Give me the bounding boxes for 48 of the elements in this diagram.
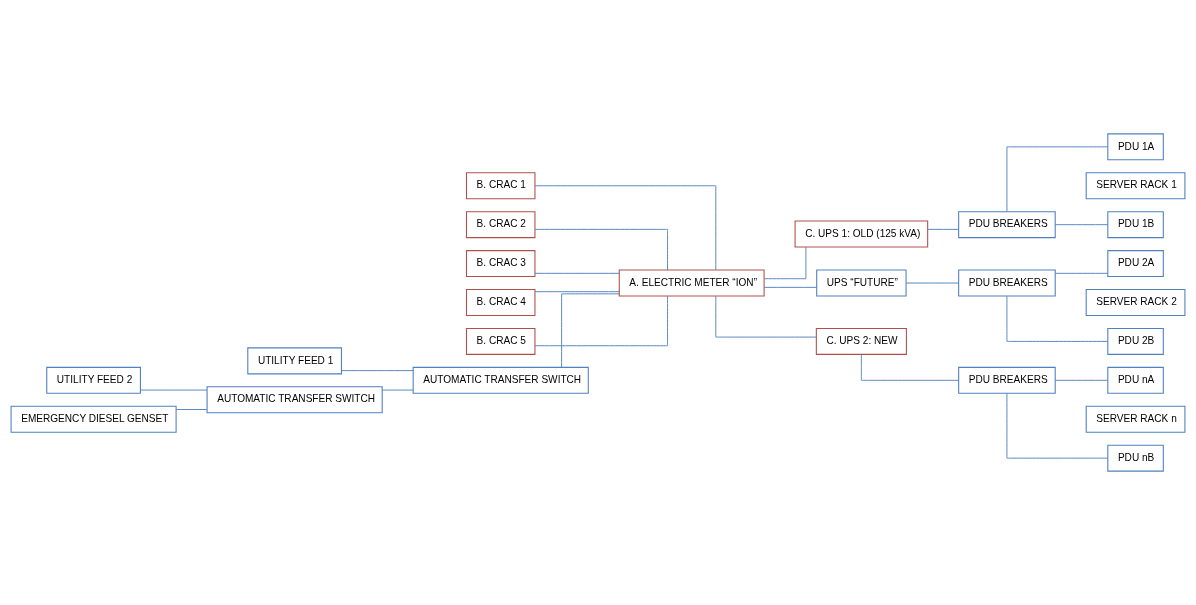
node-box: B. CRAC 5 bbox=[465, 327, 536, 355]
node-box: PDU 2B bbox=[1107, 327, 1164, 355]
node-box: PDU nA bbox=[1107, 366, 1164, 394]
node-box: PDU 2A bbox=[1107, 250, 1164, 278]
node-box: UTILITY FEED 2 bbox=[46, 366, 141, 394]
node-box: A. ELECTRIC METER “ION” bbox=[618, 269, 765, 297]
connector bbox=[1006, 295, 1109, 342]
node-box: B. CRAC 2 bbox=[465, 211, 536, 239]
connector bbox=[140, 389, 208, 391]
connector bbox=[860, 354, 959, 381]
node-box: PDU 1B bbox=[1107, 211, 1164, 239]
node-box: PDU 1A bbox=[1107, 133, 1164, 161]
node-box: C. UPS 1: OLD (125 kVA) bbox=[794, 220, 929, 248]
connector bbox=[381, 389, 414, 391]
connector bbox=[1006, 393, 1109, 459]
connector bbox=[175, 409, 208, 410]
connector bbox=[715, 295, 817, 338]
connector bbox=[561, 293, 620, 368]
node-box: B. CRAC 1 bbox=[465, 172, 536, 200]
connector bbox=[1054, 224, 1109, 226]
node-box: EMERGENCY DIESEL GENSET bbox=[10, 405, 177, 433]
connector bbox=[1054, 379, 1109, 381]
node-box: B. CRAC 3 bbox=[465, 250, 536, 278]
connector bbox=[534, 228, 668, 271]
connector bbox=[534, 295, 668, 347]
node-box: AUTOMATIC TRANSFER SWITCH bbox=[206, 386, 383, 414]
node-box: PDU nB bbox=[1107, 444, 1164, 472]
node-box: PDU BREAKERS bbox=[958, 366, 1056, 394]
node-box: AUTOMATIC TRANSFER SWITCH bbox=[412, 366, 589, 394]
connector bbox=[1054, 272, 1109, 274]
node-box: C. UPS 2: NEW bbox=[815, 327, 907, 355]
node-box: SERVER RACK 1 bbox=[1085, 172, 1186, 200]
connector bbox=[927, 228, 959, 230]
connector bbox=[341, 370, 414, 372]
node-box: SERVER RACK n bbox=[1085, 405, 1186, 433]
connector bbox=[905, 282, 959, 284]
node-box: UTILITY FEED 1 bbox=[247, 347, 342, 375]
connector bbox=[534, 291, 620, 293]
connector bbox=[534, 272, 620, 274]
node-box: SERVER RACK 2 bbox=[1085, 289, 1186, 316]
node-box: UPS “FUTURE” bbox=[816, 269, 907, 297]
connector bbox=[763, 246, 807, 280]
connector bbox=[763, 286, 818, 288]
connector bbox=[1006, 146, 1109, 212]
node-box: B. CRAC 4 bbox=[465, 289, 536, 316]
connector bbox=[534, 185, 717, 271]
node-box: PDU BREAKERS bbox=[958, 211, 1056, 239]
node-box: PDU BREAKERS bbox=[958, 269, 1056, 297]
